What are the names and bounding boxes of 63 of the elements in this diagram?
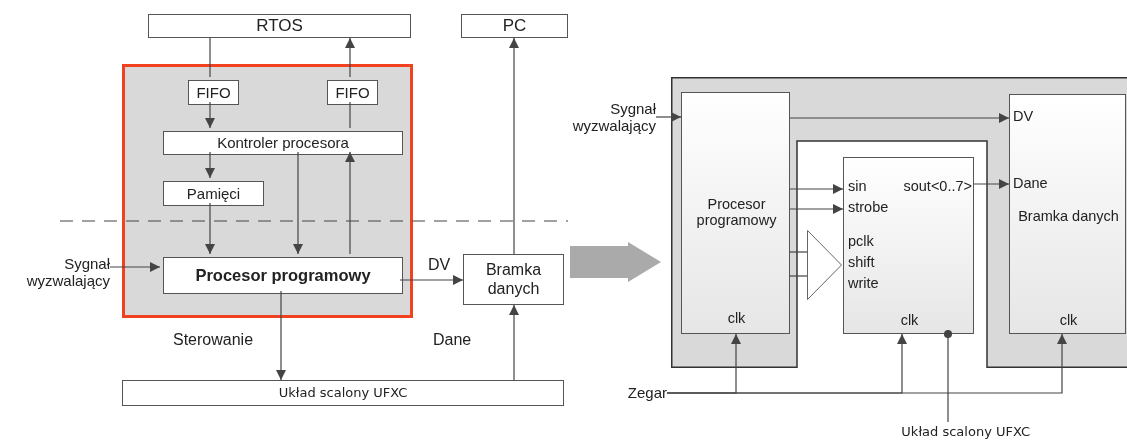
- arrow: [276, 290, 286, 381]
- arrow: [205, 202, 215, 255]
- pin-label: clk: [1058, 313, 1079, 329]
- arrow: [205, 101, 215, 129]
- arrow: [509, 37, 519, 255]
- box-label: FIFO: [196, 83, 231, 102]
- block-title: Procesor programowy: [695, 197, 778, 229]
- pin-label: sin: [848, 179, 868, 195]
- box-label: Układ scalony UFXC: [278, 385, 408, 401]
- arrow: [345, 37, 355, 78]
- rtos-box: [148, 14, 411, 38]
- arrow: [655, 112, 682, 122]
- arrow: [509, 304, 519, 381]
- arrow: [973, 179, 1010, 189]
- connector-line: [789, 251, 808, 253]
- arrow: [399, 275, 464, 285]
- signal-text: Sygnał wyzwalający: [25, 254, 110, 290]
- controller-box: [163, 131, 403, 155]
- pin-label: write: [848, 276, 880, 292]
- shift-register-block: [843, 157, 974, 334]
- pin-label: shift: [848, 255, 876, 271]
- arrow: [109, 262, 161, 272]
- signal-text: Sygnał wyzwalający: [571, 99, 656, 135]
- processor-module-panel: [122, 64, 413, 318]
- arrow: [345, 151, 355, 255]
- pc-box: [461, 14, 568, 38]
- arrow: [789, 204, 844, 214]
- memory-box: [163, 181, 264, 206]
- chip-box: [122, 380, 564, 406]
- box-label: PC: [502, 16, 527, 36]
- arrow: [789, 113, 1010, 123]
- pin-label: clk: [899, 313, 920, 329]
- box-label: Bramka danych: [484, 261, 543, 298]
- box-label: Procesor programowy: [195, 266, 371, 285]
- pin-label: pclk: [848, 234, 875, 250]
- hardware-panel: [671, 77, 1127, 368]
- pin-label: sout<0..7>: [902, 179, 972, 195]
- pin-label: clk: [726, 311, 747, 327]
- box-label: Kontroler procesora: [217, 134, 349, 152]
- pin-label: DV: [1013, 109, 1035, 125]
- data-gate-box: [463, 254, 564, 305]
- fifo-box: [188, 80, 239, 105]
- connector-line: [349, 101, 351, 129]
- block-title: Bramka danych: [1017, 209, 1120, 225]
- bus-triangle: [807, 230, 842, 300]
- block-arrow: [570, 242, 661, 282]
- chip-text: Układ scalony UFXC: [901, 424, 1030, 440]
- fifo-box: [327, 80, 378, 105]
- data-gate-block: [1009, 94, 1126, 334]
- pin-label: strobe: [848, 200, 890, 216]
- clock-text: Zegar: [627, 384, 667, 402]
- arrow: [205, 151, 215, 179]
- arrow: [789, 184, 844, 194]
- box-label: FIFO: [335, 83, 370, 102]
- pin-label: Dane: [1013, 176, 1049, 192]
- box-label: RTOS: [256, 16, 303, 36]
- arrow: [293, 151, 303, 255]
- connector-line: [209, 37, 211, 78]
- processor-box: [163, 257, 403, 294]
- arrow: [666, 333, 1067, 394]
- connector-line: [789, 275, 808, 277]
- box-label: Pamięci: [186, 184, 241, 203]
- processor-block: [681, 92, 790, 334]
